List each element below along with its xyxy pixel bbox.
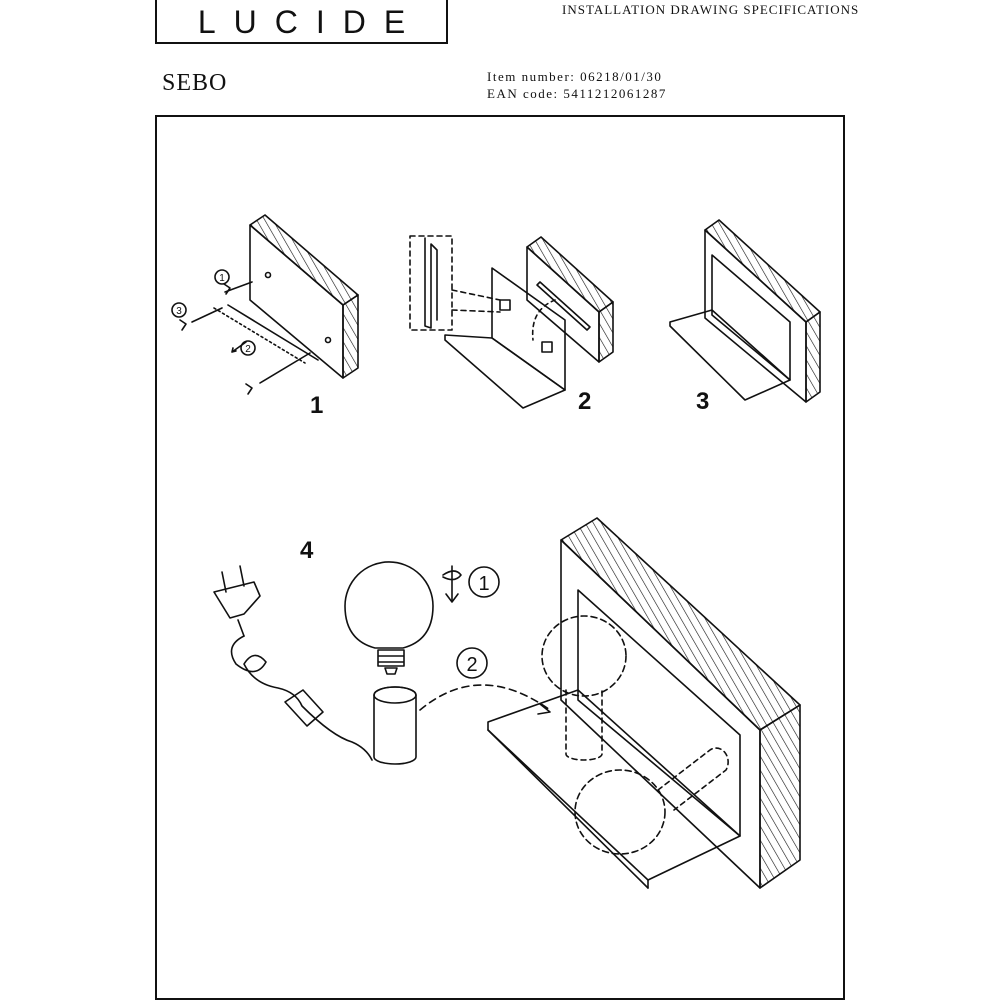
step-number-3: 3 [696,388,710,415]
step1-diagram [171,214,359,395]
step4-callout-1: 1 [478,573,489,595]
screw-icon [245,352,311,395]
step-number-2: 2 [578,388,592,415]
step-number-1: 1 [310,392,324,419]
brand-logo: LUCIDE [155,0,448,44]
lamp-socket [373,686,417,765]
ean-code: EAN code: 5411212061287 [487,86,667,101]
switch-icon [284,689,324,727]
bulb-icon [344,561,434,675]
step2-diagram [409,235,614,409]
step3-diagram [669,219,821,403]
product-name: SEBO [162,70,228,96]
step4-diagram [213,517,801,889]
brand-logo-text: LUCIDE [197,4,424,40]
step1-callout-2: 2 [245,344,251,355]
rotate-icon [442,565,462,603]
step4-callout-2: 2 [466,654,477,676]
plug-icon [213,565,261,637]
screw-icon [223,281,253,295]
step1-callout-3: 3 [176,306,182,317]
screw-icon [179,307,223,331]
step1-callout-1: 1 [219,273,225,284]
drawing-frame [155,115,845,1000]
spec-title: INSTALLATION DRAWING SPECIFICATIONS [562,2,860,17]
product-meta: Item number: 06218/01/30 EAN code: 54112… [487,68,667,102]
step-number-4: 4 [300,537,314,564]
item-number: Item number: 06218/01/30 [487,69,663,84]
